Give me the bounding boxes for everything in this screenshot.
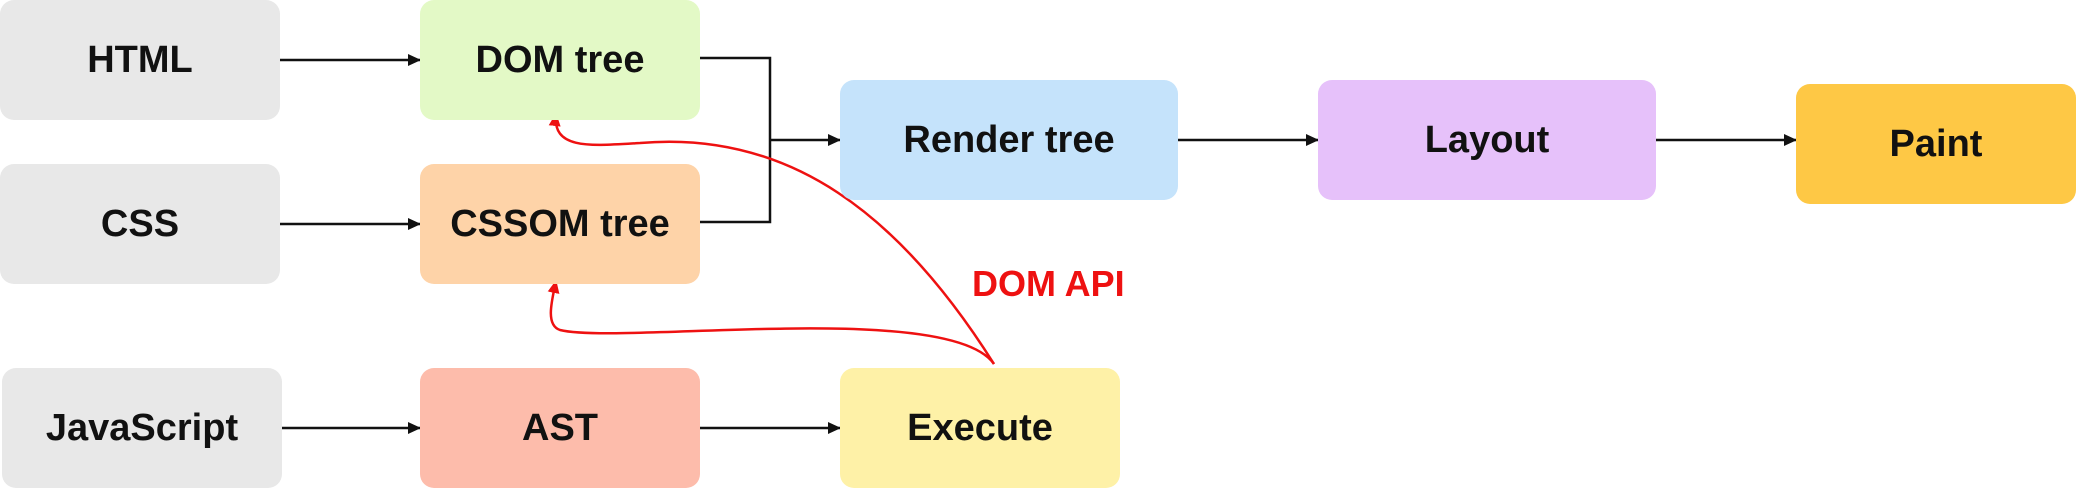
edge-dom-tree-to-render-tree	[700, 56, 772, 140]
dom-api-label: DOM API	[972, 263, 1125, 304]
api-edge-execute-to-cssom-tree	[547, 280, 996, 365]
node-css: CSS	[0, 164, 280, 284]
node-ast: AST	[420, 368, 700, 488]
node-render-tree: Render tree	[840, 80, 1178, 200]
node-paint: Paint	[1796, 84, 2076, 204]
node-html: HTML	[0, 0, 280, 120]
node-layout: Layout	[1318, 80, 1656, 200]
node-cssom-tree: CSSOM tree	[420, 164, 700, 284]
edge-cssom-tree-to-render-tree	[700, 140, 772, 224]
node-dom-tree: DOM tree	[420, 0, 700, 120]
api-edge-execute-to-dom-tree	[548, 113, 996, 365]
node-execute: Execute	[840, 368, 1120, 488]
node-javascript: JavaScript	[2, 368, 282, 488]
